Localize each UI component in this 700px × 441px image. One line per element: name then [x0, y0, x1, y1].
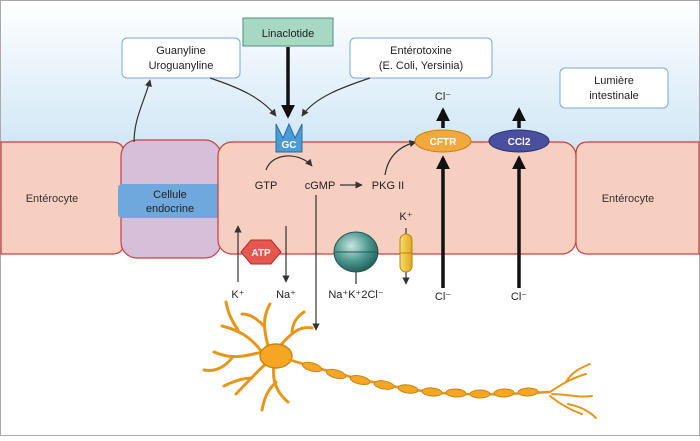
guanylin-secretion-arrow: [133, 79, 152, 143]
neuron: [202, 300, 597, 419]
gc-label: GC: [282, 140, 297, 151]
lumen-label-line2: intestinale: [589, 90, 639, 102]
neuron-dendrites: [202, 300, 314, 412]
right-enterocyte: [575, 141, 700, 255]
atp-label: ATP: [251, 248, 271, 259]
ccl2-channel: [488, 129, 550, 153]
enterotoxin-label-line2: (E. Coli, Yersinia): [379, 60, 463, 72]
k-plus-left-label: K⁺: [231, 289, 244, 301]
guanylin-to-gc-arrow: [209, 77, 277, 117]
neuron-soma: [259, 343, 293, 369]
k-plus-channel-label: K⁺: [399, 211, 412, 223]
na-plus-label: Na⁺: [276, 289, 296, 301]
pkg-to-cftr-arrow: [384, 140, 417, 176]
neuron-myelin: [301, 361, 539, 399]
cftr-channel: [414, 129, 472, 153]
ccl2-label: CCl2: [508, 137, 531, 148]
guanylin-label-line2: Uroguanyline: [149, 60, 214, 72]
guanylin-box: [121, 37, 241, 79]
pkg-label: PKG II: [372, 180, 404, 192]
enterotoxin-box: [349, 37, 493, 79]
lumen-box: [559, 67, 669, 109]
cl-top-label: Cl⁻: [435, 91, 451, 103]
atp-pump: [240, 239, 282, 265]
cl-bottom-cftr-label: Cl⁻: [435, 291, 451, 303]
enterotoxin-to-gc-arrow: [301, 77, 371, 117]
nakcl-label: Na⁺K⁺2Cl⁻: [328, 289, 384, 301]
guanylin-label-line1: Guanyline: [156, 45, 206, 57]
linaclotide-label: Linaclotide: [262, 28, 315, 40]
endocrine-label-line2: endocrine: [146, 203, 194, 215]
gtp-label: GTP: [255, 180, 278, 192]
gc-receptor: [275, 122, 303, 153]
endocrine-label-line1: Cellule: [153, 189, 187, 201]
enterotoxin-label-line1: Entérotoxine: [390, 45, 452, 57]
enterocyte-right-label: Entérocyte: [602, 193, 655, 205]
endocrine-cell-box: [118, 184, 222, 218]
linaclotide-box: [242, 17, 334, 47]
cgmp-label: cGMP: [305, 180, 336, 192]
neuron-terminals: [549, 363, 597, 419]
enterocyte-left-label: Entérocyte: [26, 193, 79, 205]
cl-bottom-ccl2-label: Cl⁻: [511, 291, 527, 303]
central-enterocyte: [217, 141, 577, 255]
gtp-to-cgmp-arrow: [265, 155, 313, 171]
lumen-label-line1: Lumière: [594, 75, 634, 87]
cftr-label: CFTR: [430, 137, 457, 148]
